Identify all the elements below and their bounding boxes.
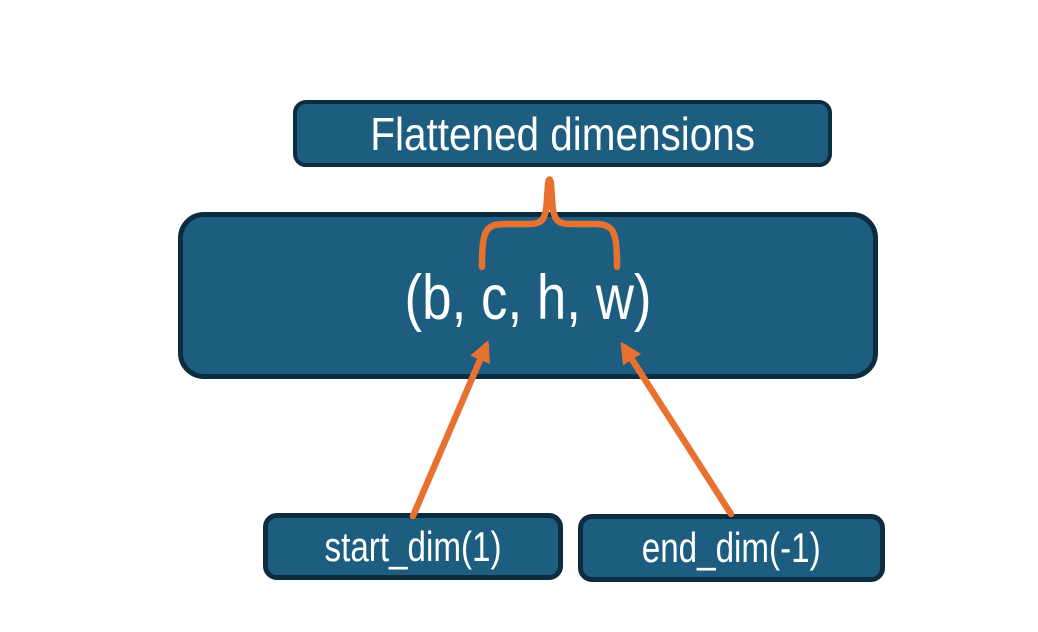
start-dim-box: start_dim(1) bbox=[263, 513, 563, 580]
tensor-shape-box: (b, c, h, w) bbox=[178, 212, 878, 379]
end-dim-label: end_dim(-1) bbox=[642, 524, 821, 571]
tensor-shape-label: (b, c, h, w) bbox=[404, 263, 652, 333]
start-dim-label: start_dim(1) bbox=[324, 522, 502, 570]
end-dim-box: end_dim(-1) bbox=[578, 514, 885, 582]
flattened-dimensions-box: Flattened dimensions bbox=[293, 100, 832, 167]
flattened-dimensions-label: Flattened dimensions bbox=[370, 107, 755, 160]
